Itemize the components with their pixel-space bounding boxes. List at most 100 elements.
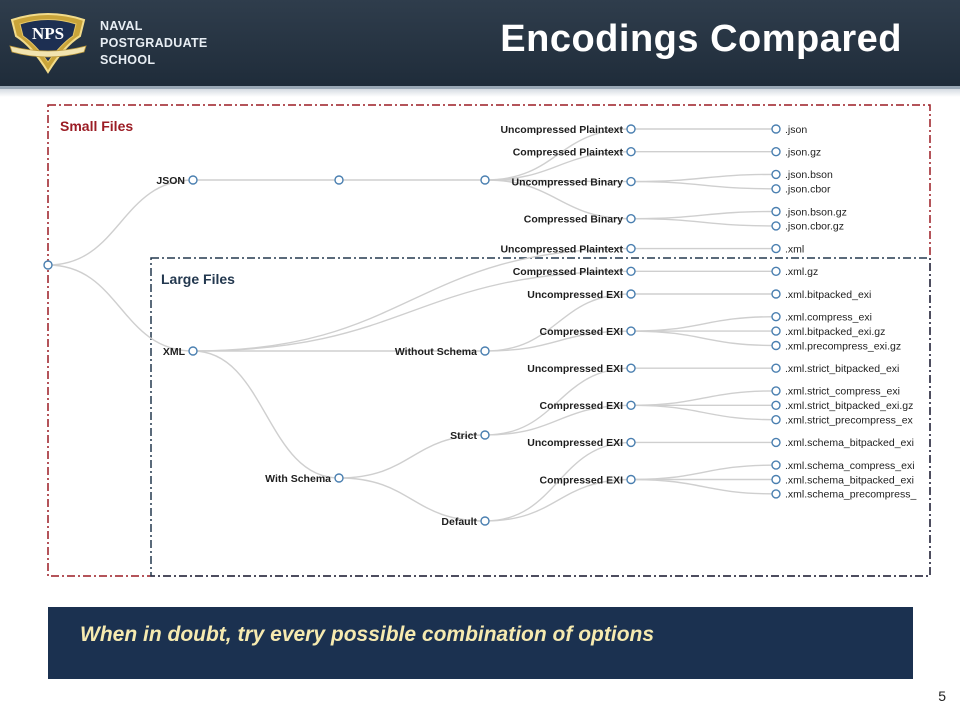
tree-label: Uncompressed EXI (527, 289, 623, 301)
tree-node (626, 243, 636, 254)
tree-label: Compressed Binary (524, 214, 623, 226)
tree-link (630, 464, 777, 481)
tree-node (626, 326, 636, 336)
tree-link (47, 264, 194, 352)
tree-link (192, 350, 340, 479)
tree-link (630, 390, 777, 406)
school-name-line: POSTGRADUATE (100, 36, 208, 50)
tree-label: Compressed Plaintext (513, 266, 624, 278)
tree-node (771, 437, 781, 448)
tree-label: Uncompressed EXI (527, 437, 623, 449)
tree-label: Uncompressed EXI (527, 363, 623, 375)
tree-node (480, 175, 490, 185)
tree-link (630, 330, 777, 347)
leaf-label: .json.cbor.gz (785, 221, 844, 233)
tree-node (771, 489, 781, 499)
leaf-label: .xml.strict_precompress_ex (785, 415, 914, 427)
tree-node (771, 184, 781, 194)
slide-title: Encodings Compared (500, 18, 902, 60)
tree-link (630, 180, 777, 190)
leaf-label: .xml.strict_bitpacked_exi (785, 363, 899, 375)
school-name: NAVAL POSTGRADUATE SCHOOL (100, 18, 220, 69)
tree-link (630, 173, 777, 183)
tree-label: Default (441, 516, 477, 528)
tree-node (771, 363, 781, 373)
tree-node (771, 415, 781, 425)
leaf-label: .xml.compress_exi (785, 312, 872, 324)
tree-node (771, 400, 781, 410)
large-files-label: Large Files (161, 271, 235, 287)
tree-node (626, 474, 636, 485)
tree-node (480, 346, 490, 356)
tree-link (630, 404, 777, 421)
leaf-label: .xml.schema_bitpacked_exi (785, 474, 914, 486)
leaf-label: .xml.strict_bitpacked_exi.gz (785, 400, 913, 412)
tree-node (771, 289, 781, 299)
tree-link (630, 218, 777, 227)
leaf-label: .xml.precompress_exi.gz (785, 340, 901, 352)
large-files-box (150, 257, 931, 577)
tree-link (484, 478, 632, 522)
tree-label: Uncompressed Plaintext (500, 124, 623, 136)
tree-node (771, 243, 781, 254)
tree-link (47, 179, 194, 266)
tree-node (771, 460, 781, 470)
leaf-label: .json.bson (785, 169, 833, 181)
tree-link (484, 179, 632, 220)
tree-node (626, 266, 636, 276)
tree-link (484, 293, 632, 352)
header-gradient (0, 89, 960, 97)
tree-label: Compressed EXI (540, 326, 624, 338)
leaf-label: .xml.bitpacked_exi (785, 289, 871, 301)
tree-node (188, 346, 198, 356)
tree-node (626, 437, 636, 448)
tree-link (192, 247, 632, 352)
leaf-label: .xml.strict_compress_exi (785, 386, 900, 398)
tree-node (771, 221, 781, 231)
tree-label: Uncompressed Plaintext (500, 243, 623, 255)
tree-node (771, 206, 781, 217)
tree-link (192, 270, 632, 352)
callout-text: When in doubt, try every possible combin… (80, 623, 655, 646)
tree-label: Without Schema (395, 346, 477, 358)
leaf-label: .xml.schema_precompress_ (785, 489, 916, 501)
tree-label: With Schema (265, 473, 331, 485)
tree-node (334, 473, 344, 483)
tree-label: XML (163, 346, 186, 358)
leaf-label: .xml.schema_compress_exi (785, 460, 915, 472)
school-name-line: NAVAL (100, 19, 143, 33)
tree-link (630, 210, 777, 220)
tree-link (484, 151, 632, 181)
tree-label: JSON (156, 175, 185, 187)
tree-label: Compressed EXI (540, 474, 624, 486)
leaf-label: .xml.gz (785, 266, 818, 278)
tree-node (626, 363, 636, 373)
small-files-label: Small Files (60, 118, 134, 134)
tree-node (43, 260, 53, 270)
leaf-label: .xml.schema_bitpacked_exi (785, 437, 914, 449)
tree-node (771, 312, 781, 322)
tree-node (771, 326, 781, 336)
tree-node (771, 266, 781, 276)
tree-node (626, 213, 636, 224)
header-bar: NPS NAVAL POSTGRADUATE SCHOOL Encodings … (0, 0, 960, 89)
leaf-label: .json.cbor (785, 184, 831, 196)
tree-node (771, 169, 781, 180)
leaf-label: .json.bson.gz (785, 206, 847, 218)
tree-link (338, 434, 486, 479)
leaf-label: .xml (785, 243, 804, 255)
tree-link (484, 128, 632, 181)
tree-link (484, 367, 632, 436)
tree-link (484, 179, 632, 183)
tree-node (626, 124, 636, 134)
tree-node (771, 386, 781, 396)
tree-node (626, 176, 636, 187)
tree-node (188, 175, 198, 185)
callout-banner: When in doubt, try every possible combin… (48, 607, 913, 679)
tree-link (484, 330, 632, 352)
tree-node (771, 340, 781, 351)
school-name-line: SCHOOL (100, 53, 156, 67)
tree-node (626, 289, 636, 299)
leaf-label: .json.gz (785, 147, 821, 159)
